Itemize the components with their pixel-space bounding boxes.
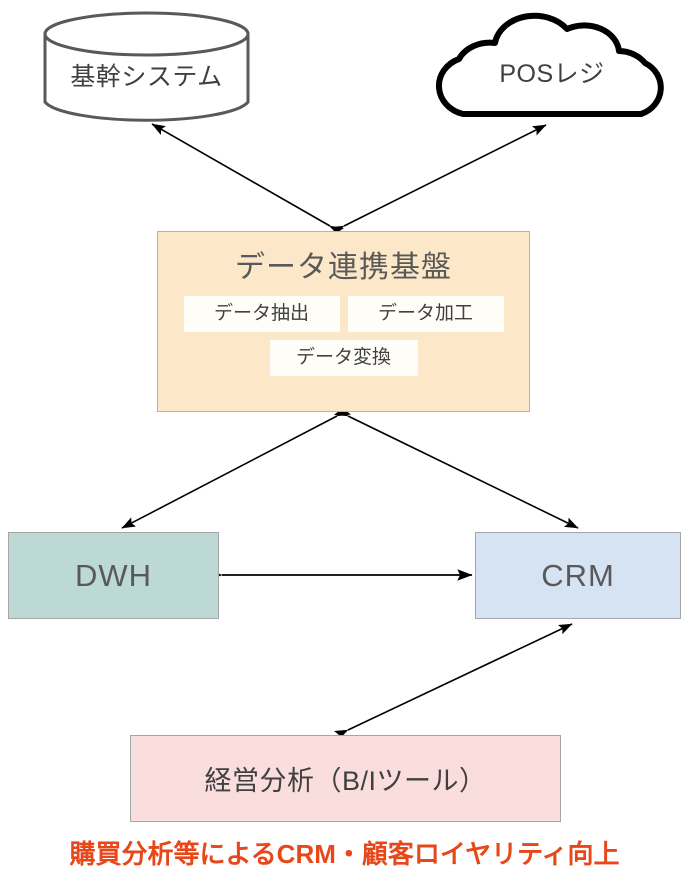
subbox-data-extraction[interactable]: データ抽出 [183, 296, 340, 332]
cylinder-icon [43, 11, 250, 122]
connector-platform-crm [333, 405, 579, 529]
subbox-data-processing[interactable]: データ加工 [347, 296, 504, 332]
node-crm[interactable]: CRM [475, 532, 681, 619]
node-bi-tool[interactable]: 経営分析（B/Iツール） [130, 735, 561, 822]
data-platform-title: データ連携基盤 [235, 251, 452, 284]
crm-label: CRM [541, 557, 615, 593]
node-data-platform[interactable]: データ連携基盤 データ抽出 データ加工 データ変換 [157, 231, 530, 412]
connector-platform-core-system [151, 123, 344, 237]
connector-platform-pos-register [329, 124, 547, 237]
pos-register-label: POSレジ [499, 60, 605, 88]
subbox-data-transformation[interactable]: データ変換 [269, 339, 418, 376]
connector-platform-dwh [121, 405, 352, 529]
node-pos-register[interactable]: POSレジ [423, 9, 681, 121]
dwh-label: DWH [74, 557, 153, 593]
diagram-caption: 購買分析等によるCRM・顧客ロイヤリティ向上 [69, 839, 620, 869]
connector-bi-tool-crm [333, 623, 573, 741]
node-dwh[interactable]: DWH [8, 532, 219, 619]
node-core-system[interactable]: 基幹システム [42, 10, 251, 126]
core-system-label: 基幹システム [70, 63, 223, 91]
bi-tool-label: 経営分析（B/Iツール） [204, 766, 487, 796]
data-platform-subbox-row-2: データ変換 [158, 339, 529, 376]
cloud-icon [436, 12, 664, 117]
data-platform-subbox-row-1: データ抽出 データ加工 [158, 296, 529, 332]
